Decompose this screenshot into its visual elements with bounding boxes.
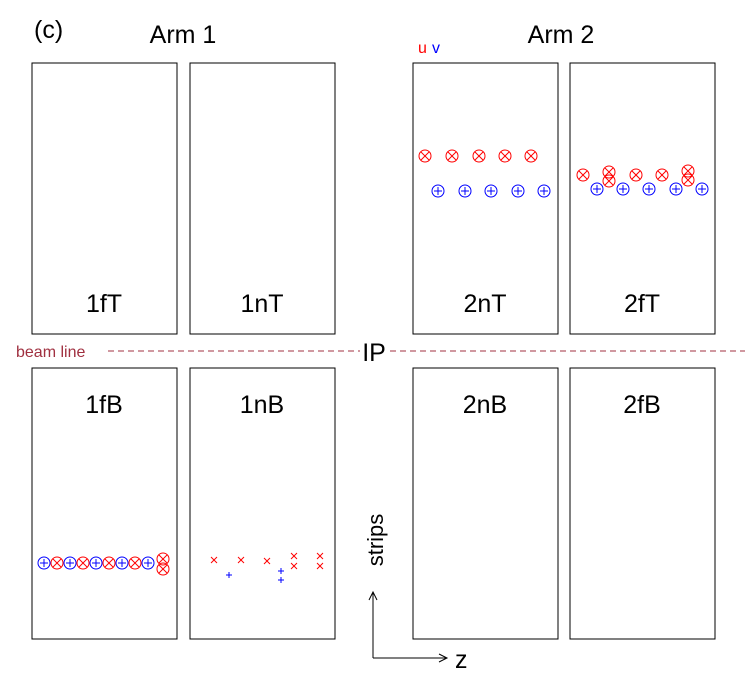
detector-box-1nT <box>189 62 336 335</box>
hit-v-2fT <box>590 182 604 196</box>
hit-u-1fB <box>76 556 90 570</box>
hit-v-2fT <box>642 182 656 196</box>
hit-v-1nB <box>278 568 284 574</box>
panel-label: (c) <box>34 16 63 44</box>
arm-2-title: Arm 2 <box>528 21 595 49</box>
hit-v-1nB <box>226 572 232 578</box>
hit-v-1fB <box>37 556 51 570</box>
detector-label-1fT: 1fT <box>86 290 122 318</box>
hit-v-2nT <box>484 184 498 198</box>
hit-v-2nT <box>458 184 472 198</box>
hit-u-2nT <box>498 149 512 163</box>
detector-label-1nT: 1nT <box>240 290 283 318</box>
hit-v-2nT <box>537 184 551 198</box>
hit-u-1fB <box>102 556 116 570</box>
hit-u-1nB <box>290 552 298 560</box>
hit-markers <box>37 149 709 583</box>
hit-u-2nT <box>418 149 432 163</box>
legend-v: v <box>432 40 440 57</box>
hit-u-1nB <box>290 562 298 570</box>
strips-arrowhead <box>368 590 378 601</box>
hit-u-2fT <box>655 168 669 182</box>
hit-v-1fB <box>89 556 103 570</box>
detector-label-2nB: 2nB <box>463 391 507 419</box>
hit-u-2fT <box>576 168 590 182</box>
hit-u-2fT <box>681 173 695 187</box>
hit-u-2fT <box>629 168 643 182</box>
detector-label-1fB: 1fB <box>85 391 123 419</box>
detector-box-2fT <box>569 62 716 335</box>
detector-box-2nT <box>412 62 559 335</box>
hit-v-1fB <box>115 556 129 570</box>
hit-u-1nB <box>237 556 245 564</box>
hit-u-2fT <box>602 174 616 188</box>
detector-label-2fT: 2fT <box>624 290 660 318</box>
detector-box-1nB <box>189 367 336 640</box>
detector-box-2fB <box>569 367 716 640</box>
hit-v-1fB <box>63 556 77 570</box>
hit-u-1fB <box>156 562 170 576</box>
strips-axis-label: strips <box>363 514 388 567</box>
detector-box-2nB <box>412 367 559 640</box>
hit-v-2nT <box>431 184 445 198</box>
hit-u-1nB <box>210 556 218 564</box>
hit-v-2nT <box>511 184 525 198</box>
hit-u-2fT <box>681 164 695 178</box>
hit-u-2fT <box>602 165 616 179</box>
legend-u: u <box>418 40 427 57</box>
hit-v-1fB <box>141 556 155 570</box>
hit-u-1fB <box>156 552 170 566</box>
detector-label-1nB: 1nB <box>240 391 284 419</box>
hit-u-1fB <box>128 556 142 570</box>
arm-1-title: Arm 1 <box>150 21 217 49</box>
hit-u-2nT <box>524 149 538 163</box>
detector-box-1fT <box>31 62 178 335</box>
hit-u-1nB <box>316 562 324 570</box>
detector-label-2fB: 2fB <box>623 391 661 419</box>
detector-label-2nT: 2nT <box>463 290 506 318</box>
beam-line-label: beam line <box>16 344 85 361</box>
axis-arrows <box>368 590 449 663</box>
hit-v-2fT <box>616 182 630 196</box>
hit-v-2fT <box>669 182 683 196</box>
z-axis-label: z <box>455 646 468 673</box>
hit-u-2nT <box>445 149 459 163</box>
hit-u-1nB <box>316 552 324 560</box>
hit-u-1fB <box>50 556 64 570</box>
hit-u-1nB <box>263 557 271 565</box>
detector-box-1fB <box>31 367 178 640</box>
hit-v-2fT <box>695 182 709 196</box>
hit-v-1nB <box>278 577 284 583</box>
ip-label: IP <box>362 339 386 367</box>
hit-u-2nT <box>472 149 486 163</box>
z-arrowhead <box>438 653 449 663</box>
